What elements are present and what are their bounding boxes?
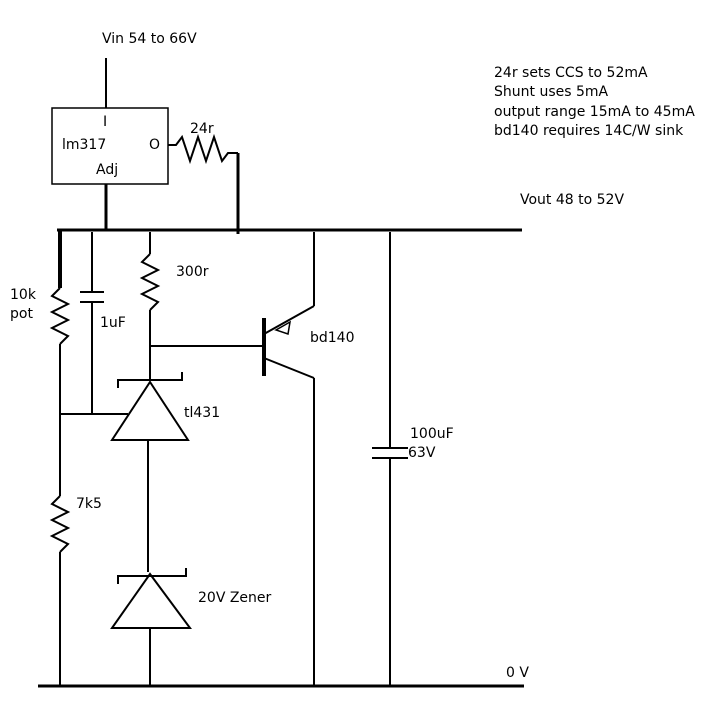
zener-triangle [110, 572, 192, 629]
tl431-label: tl431 [184, 405, 220, 421]
vout-label: Vout 48 to 52V [520, 192, 624, 208]
zener-diode [110, 568, 192, 629]
design-notes: 24r sets CCS to 52mA Shunt uses 5mA outp… [494, 65, 695, 139]
r300-resistor [139, 253, 161, 311]
vin-label: Vin 54 to 66V [102, 31, 197, 47]
r300-label: 300r [176, 264, 209, 280]
lm317-name-label: lm317 [62, 137, 106, 153]
pot-value-label: 10k [10, 287, 37, 303]
zener-label: 20V Zener [198, 590, 272, 606]
cap-1uf-label: 1uF [100, 315, 126, 331]
bd140-emitter-arrow-icon [274, 320, 291, 335]
tl431-triangle [110, 380, 190, 441]
note-output-range: output range 15mA to 45mA [494, 104, 695, 120]
tl431-cathode-bar [117, 372, 183, 388]
bd140-transistor [262, 305, 315, 379]
r7k5-resistor [49, 495, 71, 553]
bd140-emitter-lead [263, 305, 315, 335]
cap-100uf-label: 100uF [410, 426, 454, 442]
r7k5-label: 7k5 [76, 496, 102, 512]
note-heatsink: bd140 requires 14C/W sink [494, 123, 684, 139]
note-ccs: 24r sets CCS to 52mA [494, 65, 648, 81]
pot-type-label: pot [10, 306, 33, 322]
note-shunt: Shunt uses 5mA [494, 84, 609, 100]
pot-10k [49, 287, 71, 345]
lm317-adj-pin-label: Adj [96, 162, 118, 178]
bd140-collector-lead [263, 357, 315, 379]
lm317-output-pin-label: O [149, 137, 160, 153]
tl431-shunt [110, 372, 190, 441]
lm317-input-pin-label: I [103, 114, 107, 130]
cap-100uf-voltage-label: 63V [408, 445, 436, 461]
ground-label: 0 V [506, 665, 529, 681]
zener-cathode-bar [117, 568, 187, 584]
r24-label: 24r [190, 121, 214, 137]
lm317-regulator: I lm317 O Adj [51, 107, 169, 185]
r24-resistor [168, 133, 238, 165]
bd140-label: bd140 [310, 330, 355, 346]
